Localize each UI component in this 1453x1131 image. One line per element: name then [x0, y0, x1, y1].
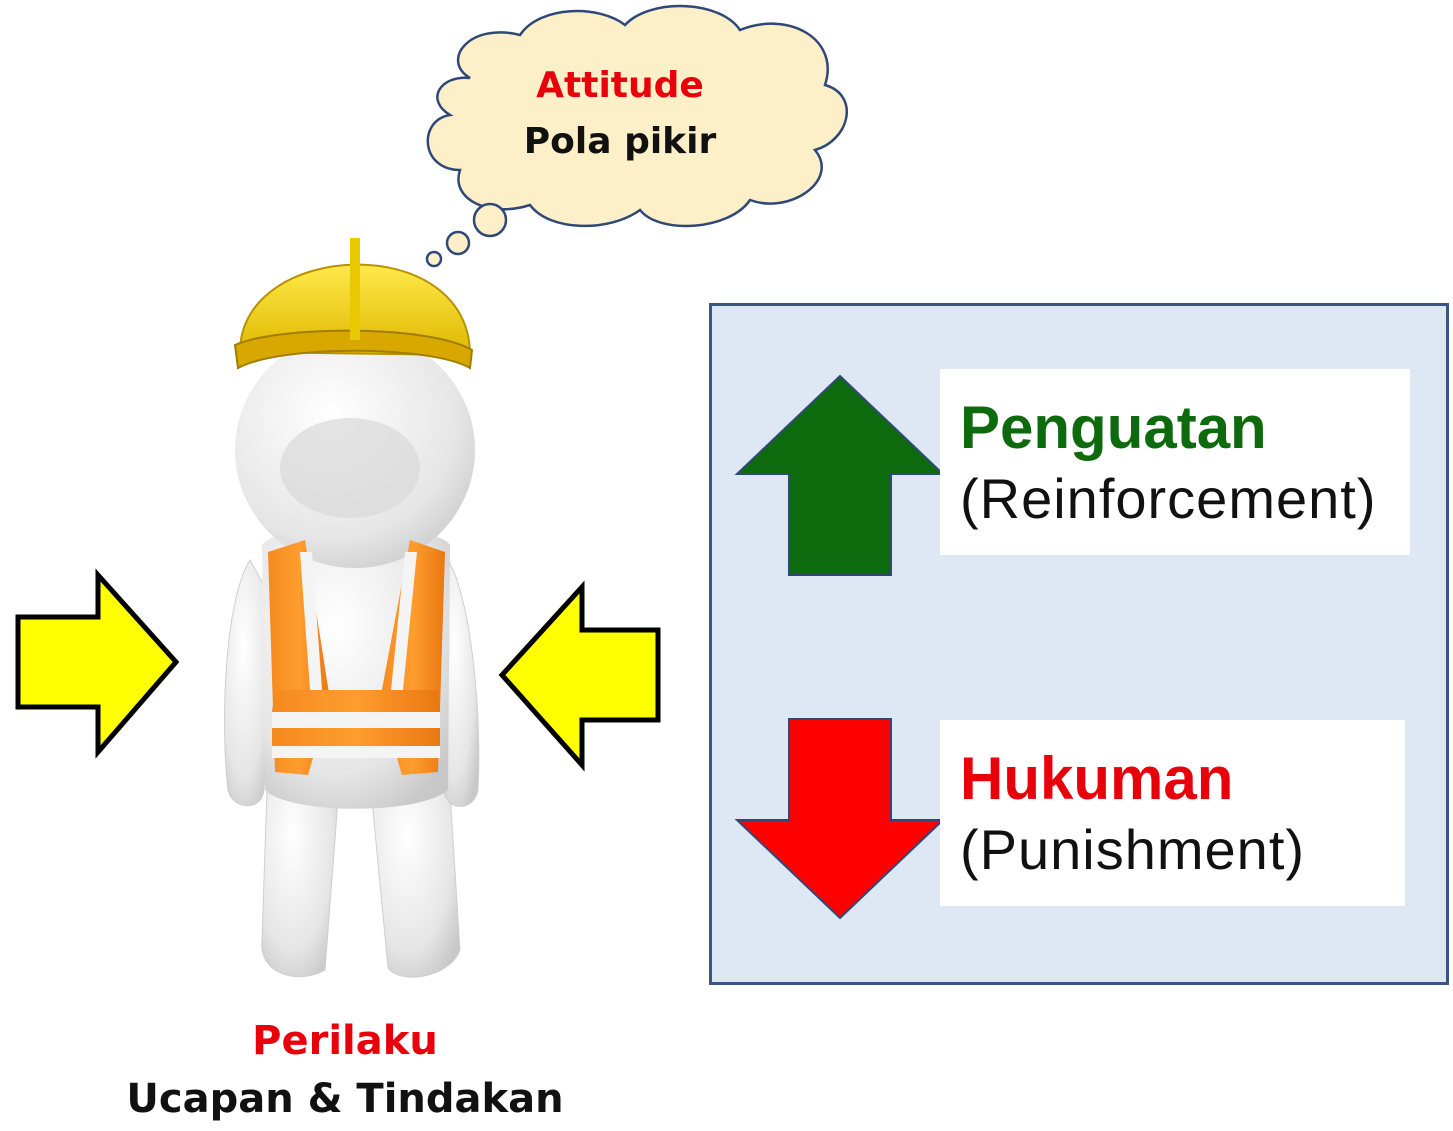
worker-figure [224, 238, 480, 978]
thought-dot-small [425, 250, 443, 268]
reinforcement-sublabel: (Reinforcement) [960, 467, 1377, 530]
left-arrow-icon [15, 568, 180, 759]
punishment-label-box: Hukuman (Punishment) [940, 720, 1405, 906]
reinforcement-label-box: Penguatan (Reinforcement) [940, 369, 1410, 555]
right-arrow-icon [498, 580, 661, 772]
thought-title: Attitude [536, 65, 704, 106]
thought-subtitle: Pola pikir [523, 121, 717, 162]
thought-dot-medium [445, 230, 471, 256]
figure-caption: Perilaku Ucapan & Tindakan [95, 1012, 595, 1128]
reinforcement-label: Penguatan [960, 394, 1267, 461]
thought-cloud [425, 4, 848, 268]
punishment-label: Hukuman [960, 745, 1234, 812]
caption-title: Perilaku [252, 1018, 438, 1064]
thought-dot-large [472, 202, 508, 238]
caption-subtitle: Ucapan & Tindakan [126, 1076, 564, 1122]
thought-bubble: Attitude Pola pikir [470, 58, 770, 170]
punishment-sublabel: (Punishment) [960, 818, 1306, 881]
